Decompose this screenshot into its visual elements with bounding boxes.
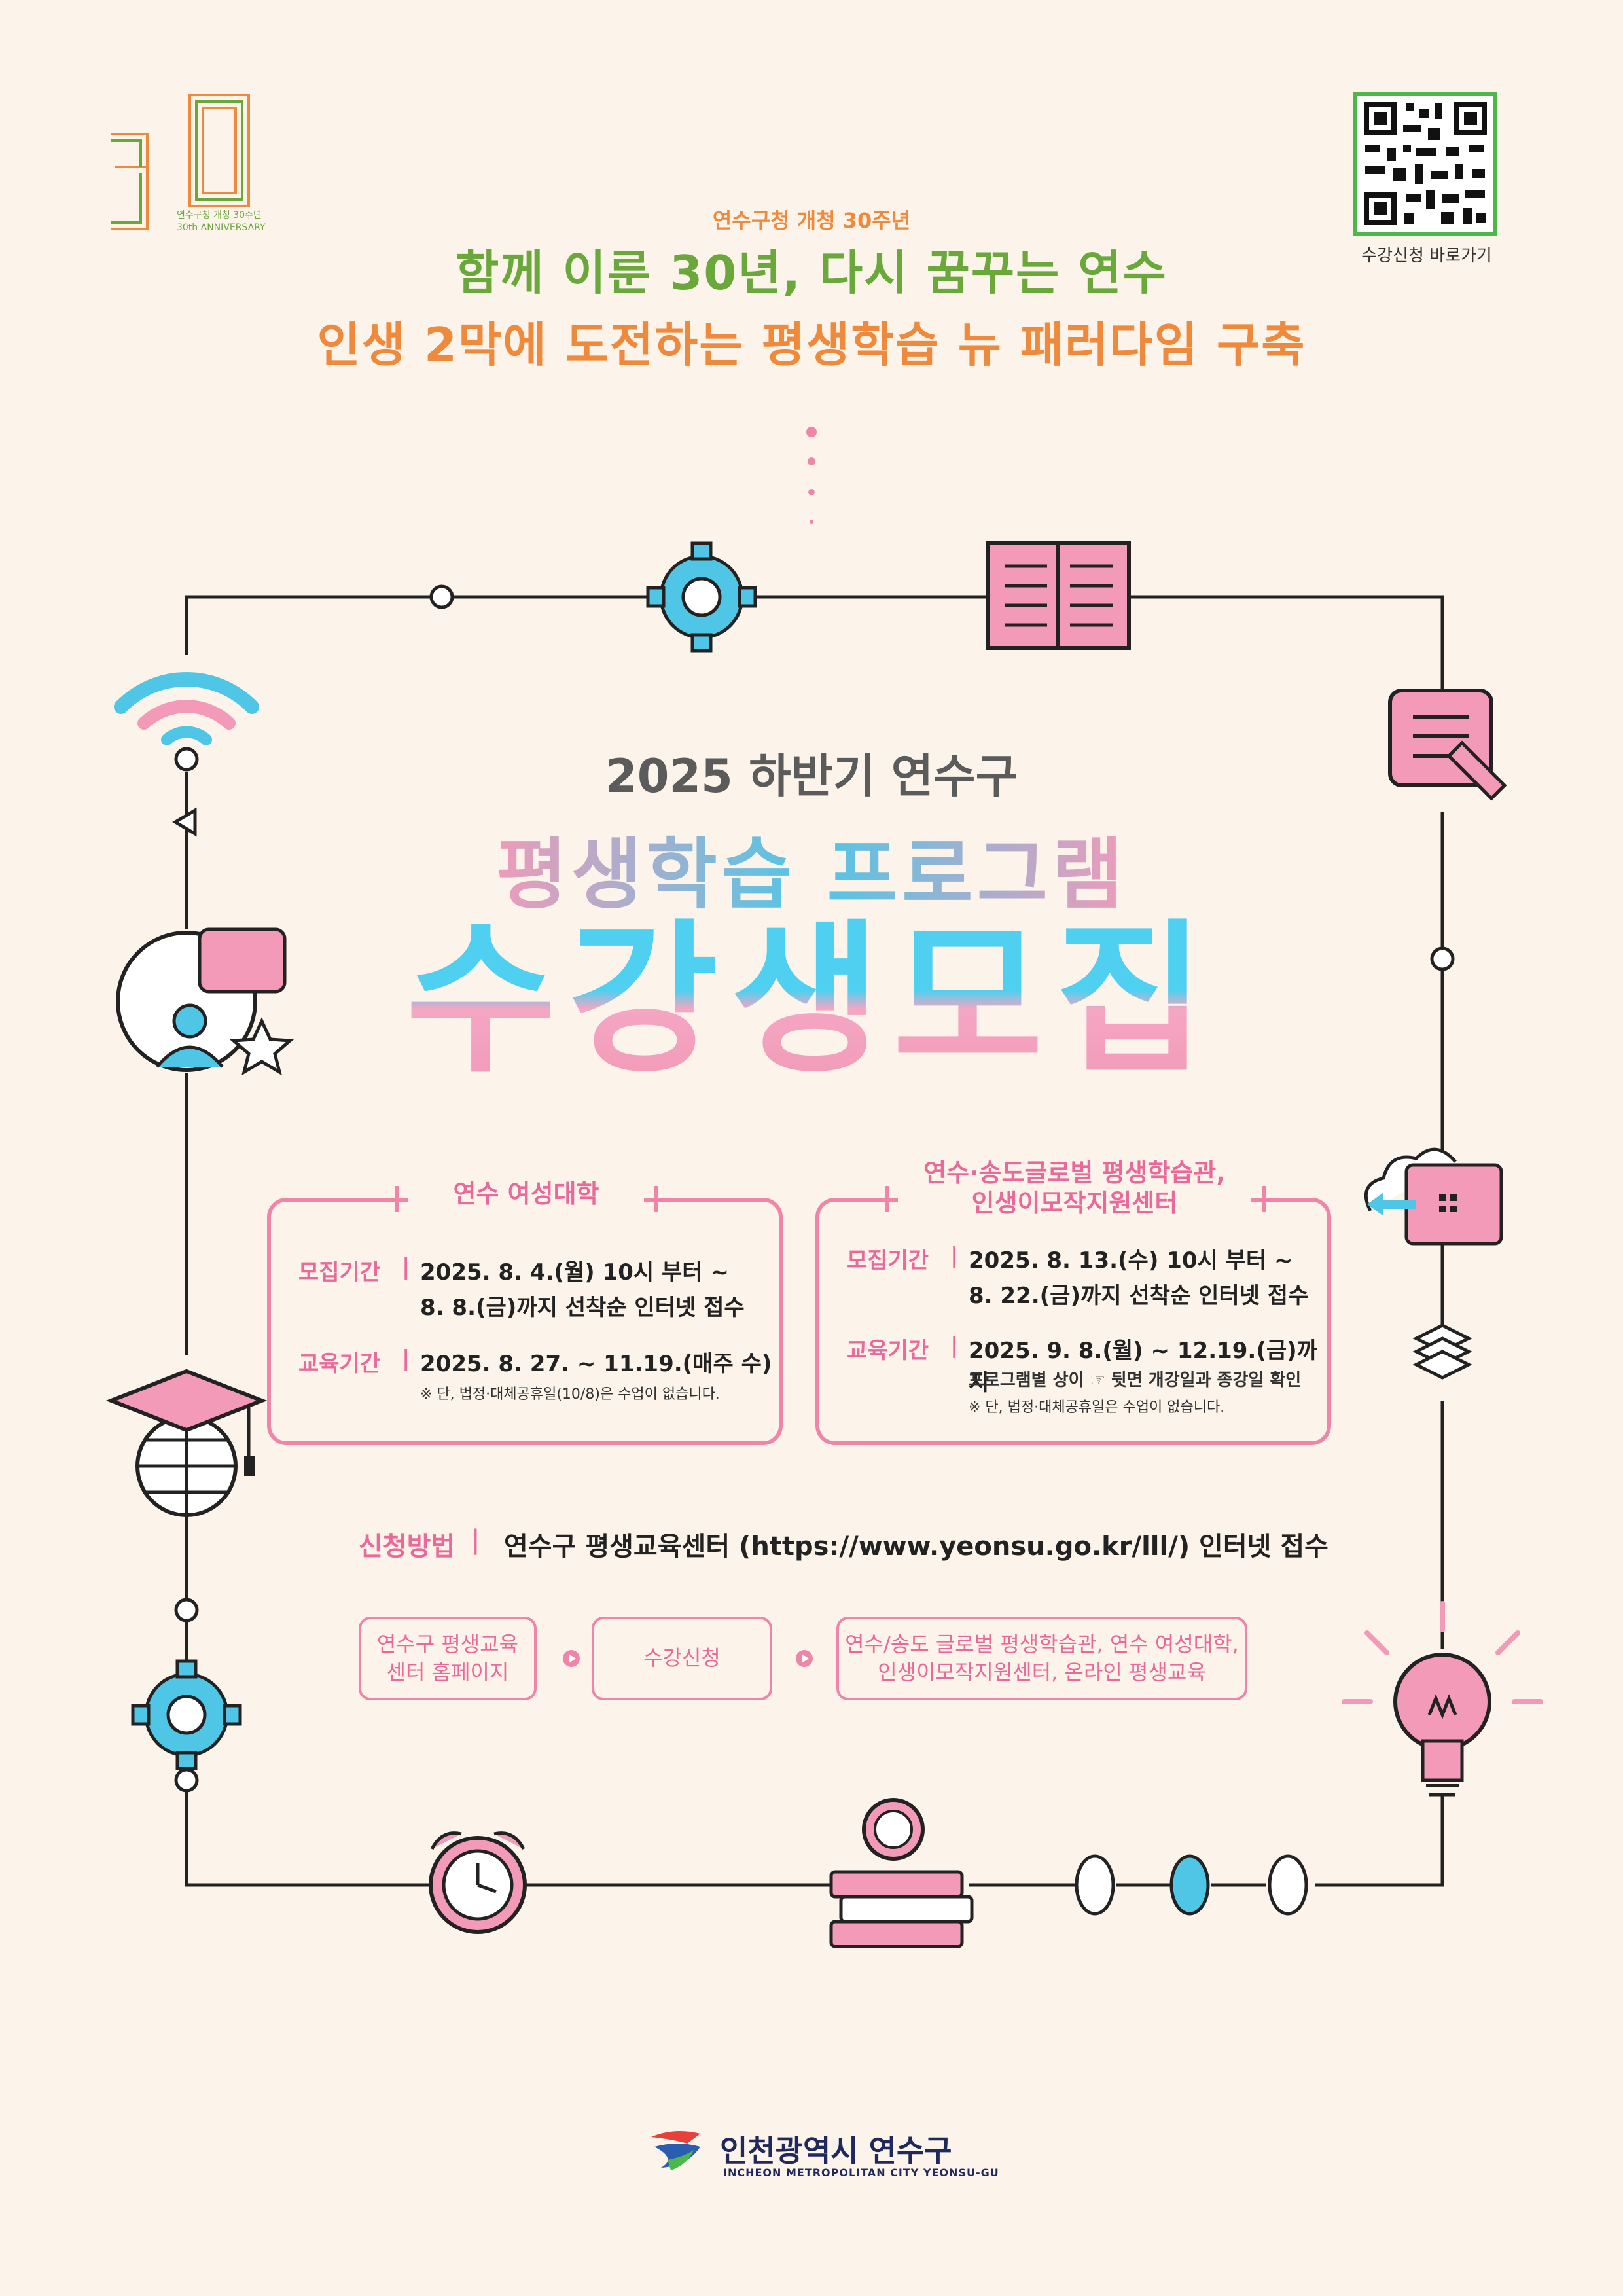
edu-period: 2025. 9. 8.(월) ~ 12.19.(금)까지: [969, 1338, 1317, 1396]
qr-label: 수강신청 바로가기: [1361, 246, 1492, 266]
title-line-1: 함께 이룬 30년, 다시 꿈꾸는 연수: [455, 245, 1168, 300]
edu-period: 2025. 8. 27. ~ 11.19.(매주 수): [420, 1351, 772, 1377]
step-register[interactable]: 수강신청: [592, 1617, 772, 1700]
label-separator: |: [402, 1254, 410, 1280]
headline-recruitment: 수강생모집: [0, 910, 1623, 1090]
title-bar-left: [885, 1186, 889, 1212]
recruit-period-line1: 2025. 8. 4.(월) 10시 부터 ~: [420, 1259, 729, 1285]
qr-code[interactable]: [1353, 92, 1497, 236]
arrow-right-icon: [796, 1650, 813, 1667]
recruit-label: 모집기간: [847, 1247, 929, 1274]
step-institutions[interactable]: 연수/송도 글로벌 평생학습관, 연수 여성대학, 인생이모작지원센터, 온라인 …: [836, 1617, 1247, 1700]
logo-caption-en: 30th ANNIVERSARY: [177, 223, 266, 233]
footer-name-ko: 인천광역시 연수구: [720, 2133, 952, 2168]
title-bar-left: [395, 1186, 399, 1212]
step-label-line1: 수강신청: [643, 1645, 721, 1671]
edu-period-detail: 프로그램별 상이 ☞ 뒷면 개강일과 종강일 확인: [969, 1371, 1302, 1390]
label-separator: |: [402, 1346, 410, 1372]
step-label-line2: 센터 홈페이지: [386, 1660, 509, 1685]
headline-program: 평생학습 프로그램: [0, 812, 1623, 924]
label-separator: |: [950, 1242, 959, 1268]
apply-label: 신청방법: [359, 1532, 455, 1562]
qr-pattern: [1364, 102, 1487, 225]
recruit-period-line2: 8. 8.(금)까지 선착순 인터넷 접수: [420, 1295, 745, 1321]
anniversary-logo: [108, 88, 285, 239]
box-title: 연수 여성대학: [408, 1179, 644, 1210]
edu-label: 교육기간: [847, 1338, 929, 1364]
box-title-line2: 인생이모작지원센터: [971, 1188, 1178, 1217]
title-line-2: 인생 2막에 도전하는 평생학습 뉴 패러다임 구축: [317, 317, 1306, 372]
logo-30-graphic: [111, 94, 250, 230]
box-title: 연수·송도글로벌 평생학습관, 인생이모작지원센터: [898, 1158, 1251, 1219]
box-title-line1: 연수·송도글로벌 평생학습관,: [923, 1158, 1226, 1187]
title-bar-right: [654, 1186, 658, 1212]
edu-label: 교육기간: [298, 1351, 381, 1377]
apply-text[interactable]: 연수구 평생교육센터 (https://www.yeonsu.go.kr/lll…: [504, 1532, 1329, 1562]
edu-note: ※ 단, 법정·대체공휴일은 수업이 없습니다.: [969, 1399, 1225, 1416]
recruit-period-line1: 2025. 8. 13.(수) 10시 부터 ~: [969, 1247, 1293, 1274]
step-label-line2: 인생이모작지원센터, 온라인 평생교육: [878, 1660, 1206, 1685]
apply-separator: |: [471, 1525, 480, 1555]
title-bar-right: [1262, 1186, 1266, 1212]
yeonsu-emblem: [651, 2131, 700, 2170]
edu-note: ※ 단, 법정·대체공휴일(10/8)은 수업이 없습니다.: [420, 1386, 720, 1403]
step-label-line1: 연수구 평생교육: [376, 1631, 519, 1657]
logo-caption-ko: 연수구청 개청 30주년: [177, 210, 262, 221]
step-label-line1: 연수/송도 글로벌 평생학습관, 연수 여성대학,: [845, 1631, 1239, 1657]
label-separator: |: [950, 1333, 959, 1359]
info-box-lifelong-center: 연수·송도글로벌 평생학습관, 인생이모작지원센터 모집기간 | 2025. 8…: [815, 1158, 1331, 1445]
footer-name-en: INCHEON METROPOLITAN CITY YEONSU-GU: [723, 2166, 999, 2179]
headline-subtitle: 2025 하반기 연수구: [605, 749, 1018, 803]
recruit-period-line2: 8. 22.(금)까지 선착순 인터넷 접수: [969, 1283, 1309, 1309]
info-box-womens-college: 연수 여성대학 모집기간 | 2025. 8. 4.(월) 10시 부터 ~ 8…: [267, 1179, 783, 1445]
arrow-right-icon: [563, 1650, 580, 1667]
recruit-label: 모집기간: [298, 1259, 381, 1285]
anniversary-line: 연수구청 개청 30주년: [712, 208, 911, 233]
